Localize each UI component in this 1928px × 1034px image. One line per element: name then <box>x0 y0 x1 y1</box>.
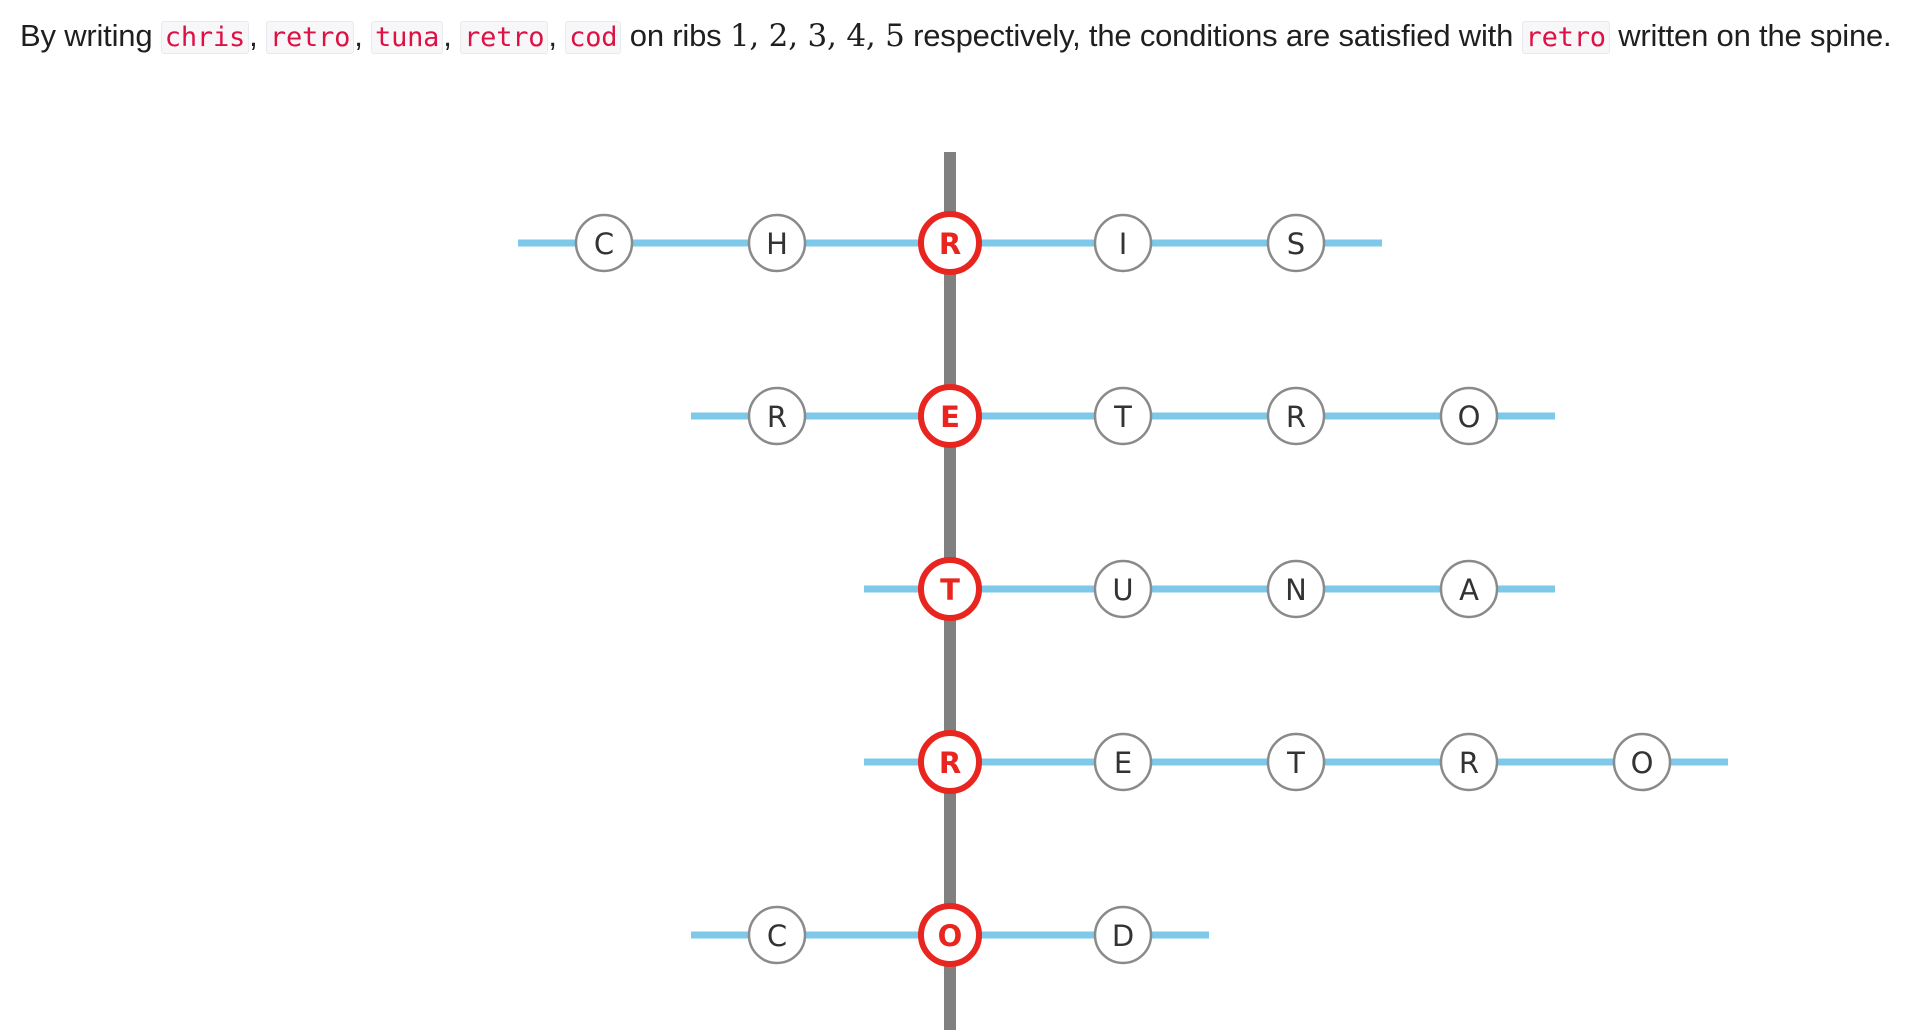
rib-letter: O <box>1458 400 1481 434</box>
separator: , <box>354 18 372 53</box>
letter-node <box>1266 559 1326 619</box>
caption-sentence: By writing chris, retro, tuna, retro, co… <box>20 12 1892 62</box>
caption-text: respectively, the conditions are satisfi… <box>904 18 1522 53</box>
rib-letter: C <box>594 227 614 261</box>
word-retro: retro <box>265 21 355 54</box>
spine-letter: R <box>939 746 961 780</box>
spine-letter: E <box>940 400 960 434</box>
caption-text: on ribs <box>621 18 730 53</box>
rib-letter: H <box>766 227 788 261</box>
caption-text: By writing <box>20 18 161 53</box>
spine-letter-node <box>918 211 982 275</box>
spine-letter: R <box>939 227 961 261</box>
letter-node <box>574 213 634 273</box>
rib-letter: O <box>1631 746 1654 780</box>
letter-node <box>747 213 807 273</box>
rib-letter: R <box>1459 746 1479 780</box>
letter-node <box>1266 386 1326 446</box>
spine-letter-node <box>918 384 982 448</box>
rib-letter: D <box>1112 919 1134 953</box>
separator: , <box>249 18 266 53</box>
spine-letter-node <box>918 903 982 967</box>
letter-node <box>1439 386 1499 446</box>
letter-node <box>1093 386 1153 446</box>
letter-node <box>747 386 807 446</box>
rib-letter: N <box>1285 573 1307 607</box>
letter-node <box>1439 559 1499 619</box>
letter-node <box>1612 732 1672 792</box>
spine-word: retro <box>1521 21 1610 54</box>
letter-node <box>1266 732 1326 792</box>
word-cod: cod <box>565 21 622 54</box>
spine-letter: O <box>938 919 963 953</box>
rib-letter: C <box>767 919 787 953</box>
separator: , <box>548 18 566 53</box>
letter-node <box>1266 213 1326 273</box>
word-retro: retro <box>460 21 549 54</box>
word-chris: chris <box>160 21 250 54</box>
rib-letter: R <box>1286 400 1306 434</box>
rib-letter: R <box>767 400 787 434</box>
letter-node <box>747 905 807 965</box>
spine-letter: T <box>940 573 960 607</box>
rib-letter: T <box>1113 400 1132 434</box>
letter-node <box>1093 905 1153 965</box>
letter-node <box>1093 213 1153 273</box>
letter-node <box>1093 732 1153 792</box>
rib-letter: I <box>1119 227 1128 261</box>
rib-numbers: 1, 2, 3, 4, 5 <box>729 18 905 54</box>
rib-letter: S <box>1287 227 1305 261</box>
rib-letter: E <box>1114 746 1132 780</box>
rib-letter: U <box>1112 573 1133 607</box>
word-tuna: tuna <box>371 21 444 54</box>
caption-text: written on the spine. <box>1609 18 1892 53</box>
rib-letter: A <box>1459 573 1479 607</box>
separator: , <box>443 18 461 53</box>
spine-letter-node <box>918 557 982 621</box>
rib-letter: T <box>1286 746 1305 780</box>
letter-node <box>1439 732 1499 792</box>
letter-node <box>1093 559 1153 619</box>
spine-letter-node <box>918 730 982 794</box>
